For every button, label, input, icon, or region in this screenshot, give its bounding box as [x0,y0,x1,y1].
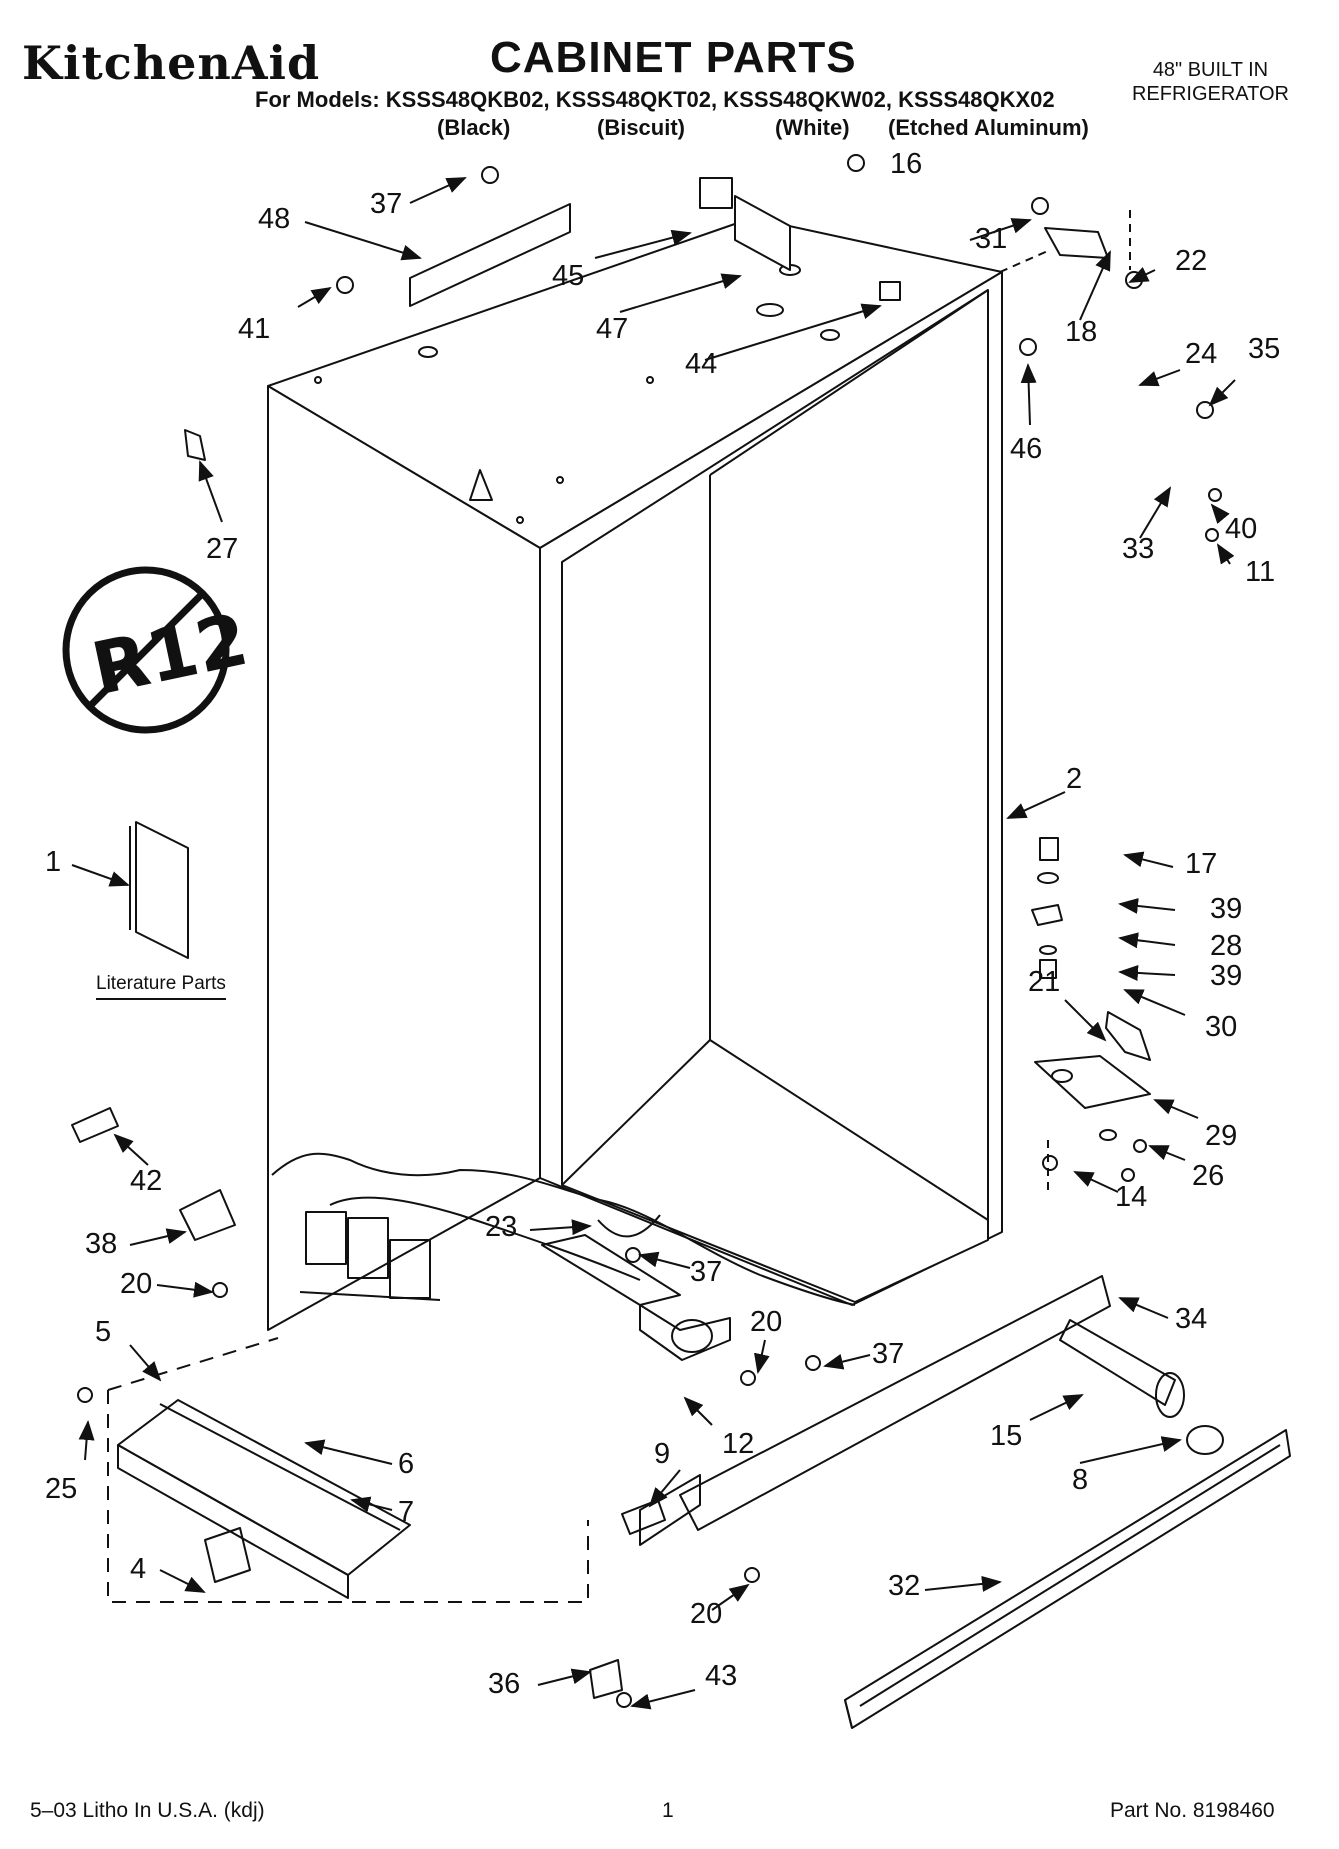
clip-part [184,429,206,461]
top-hinge [999,210,1131,273]
brand-logo: KitchenAid [22,36,321,90]
callout-number: 1 [45,846,62,878]
callout-number: 36 [488,1668,521,1700]
variant-biscuit: (Biscuit) [597,115,685,140]
callout-number: 44 [685,348,718,380]
callout-number: 20 [690,1598,723,1630]
callout-number: 33 [1122,533,1155,565]
variant-etched-aluminum: (Etched Aluminum) [888,115,1089,140]
page-number: 1 [662,1799,674,1822]
roller-part [204,1527,251,1583]
callout-number: 42 [130,1165,163,1197]
variant-white: (White) [775,115,850,140]
callout-number: 46 [1010,433,1043,465]
callout-number: 35 [1248,333,1281,365]
callout-number: 11 [1245,556,1276,588]
callout-number: 18 [1065,316,1098,348]
water-filter [1059,1319,1224,1455]
callout-number: 37 [872,1338,905,1370]
literature-label: Literature Parts [96,973,226,1000]
callout-number: 34 [1175,1303,1208,1335]
callout-number: 43 [705,1660,738,1692]
callout-number: 17 [1185,848,1218,880]
callout-number: 30 [1205,1011,1238,1043]
callout-number: 38 [85,1228,118,1260]
category-line-1: 48" BUILT IN [1152,59,1269,81]
callout-number: 15 [990,1420,1023,1452]
callout-number: 21 [1028,966,1061,998]
callout-number: 4 [130,1553,147,1585]
callout-number: 27 [206,533,239,565]
diagram-title: CABINET PARTS [490,33,857,82]
leveler-bracket [589,1659,623,1699]
callout-number: 5 [95,1316,112,1348]
callout-number: 39 [1210,893,1243,925]
footer-print-info: 5–03 Litho In U.S.A. (kdj) [30,1799,265,1822]
front-grille [639,1275,1111,1546]
stop-part [621,1499,666,1535]
base-module [107,1337,589,1603]
callout-number: 16 [890,148,923,180]
screw-icons [77,154,1222,1708]
callout-number: 29 [1205,1120,1238,1152]
callout-number: 31 [975,223,1008,255]
callout-number: 2 [1066,763,1083,795]
leader-lines [71,177,1236,1710]
top-brackets [409,177,901,307]
callout-number: 26 [1192,1160,1225,1192]
callout-number: 6 [398,1448,415,1480]
callout-number: 9 [654,1438,671,1470]
clamp-part [597,1214,661,1238]
category-line-2: REFRIGERATOR [1131,83,1289,105]
no-r12-symbol [62,566,230,734]
compressor-assembly [299,1211,441,1301]
callout-number: 32 [888,1570,921,1602]
callout-number: 8 [1072,1464,1089,1496]
callout-number: 48 [258,203,291,235]
callout-number: 20 [750,1306,783,1338]
callout-number: 45 [552,260,585,292]
product-category: 48" BUILT IN REFRIGERATOR [1132,58,1289,106]
callout-number: 23 [485,1211,518,1243]
condenser-tube [541,1234,731,1361]
callout-number: 39 [1210,960,1243,992]
cabinet-body [267,217,1003,1331]
callout-number: 40 [1225,513,1258,545]
part-number: Part No. 8198460 [1110,1799,1275,1822]
callout-number: 37 [370,188,403,220]
callout-number: 7 [398,1496,415,1528]
callout-number: 41 [238,313,271,345]
kickplate [844,1429,1291,1729]
plug-part [71,1107,119,1143]
callout-number: 28 [1210,930,1243,962]
callout-number: 22 [1175,245,1208,277]
callout-number: 20 [120,1268,153,1300]
variant-black: (Black) [437,115,511,140]
model-list: For Models: KSSS48QKB02, KSSS48QKT02, KS… [255,87,1055,112]
callout-number: 47 [596,313,629,345]
bracket-part [179,1189,236,1241]
callout-number: 37 [690,1256,723,1288]
callout-number: 25 [45,1473,78,1505]
callout-number: 14 [1115,1181,1148,1213]
hinge-assembly [1031,837,1151,1190]
callout-number: 24 [1185,338,1218,370]
literature-booklet [129,821,189,959]
callout-number: 12 [722,1428,755,1460]
